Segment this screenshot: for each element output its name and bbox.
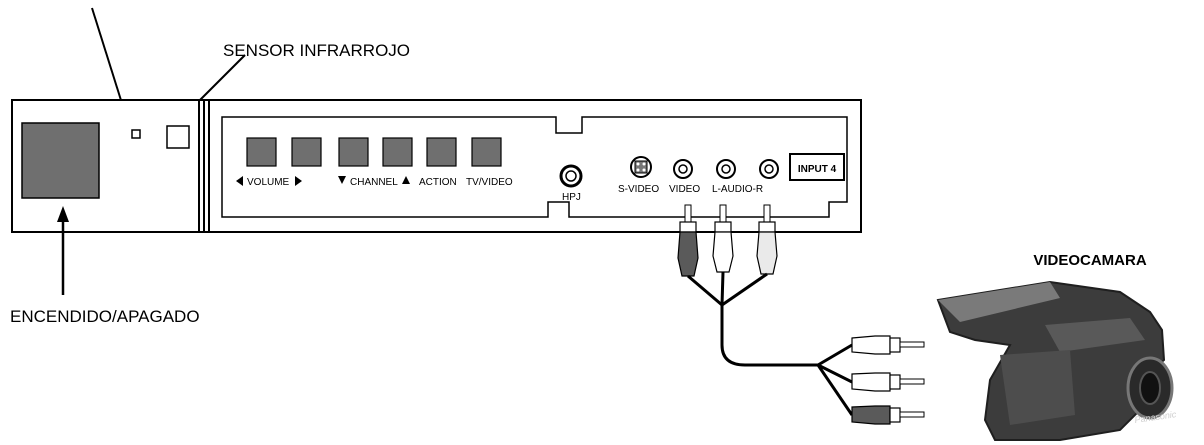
power-callout-arrow	[57, 206, 69, 295]
channel-label: CHANNEL	[350, 177, 398, 188]
camcorder-image: Panasonic	[938, 282, 1177, 440]
ir-sensor	[167, 126, 189, 148]
hpj-label: HPJ	[562, 192, 581, 203]
headphone-jack	[561, 166, 581, 186]
svideo-jack	[631, 157, 651, 177]
volume-label: VOLUME	[247, 177, 290, 188]
channel-down-button[interactable]	[339, 138, 368, 166]
audio-label: L-AUDIO-R	[712, 184, 763, 195]
sensor-label: SENSOR INFRARROJO	[223, 41, 410, 60]
rca-plugs-camera	[852, 336, 924, 424]
volume-up-button[interactable]	[292, 138, 321, 166]
action-label: ACTION	[419, 177, 457, 188]
audio-right-jack	[760, 160, 778, 178]
camera-label: VIDEOCAMARA	[1033, 252, 1147, 269]
av-cable	[688, 272, 852, 415]
tv-video-label: TV/VIDEO	[466, 177, 513, 188]
led-indicator	[132, 130, 140, 138]
power-label: ENCENDIDO/APAGADO	[10, 307, 200, 326]
power-button[interactable]	[22, 123, 99, 198]
action-button[interactable]	[427, 138, 456, 166]
volume-down-button[interactable]	[247, 138, 276, 166]
video-jack	[674, 160, 692, 178]
audio-left-jack	[717, 160, 735, 178]
video-label: VIDEO	[669, 184, 700, 195]
input-4-label: INPUT 4	[798, 164, 837, 175]
svideo-label: S-VIDEO	[618, 184, 659, 195]
channel-up-button[interactable]	[383, 138, 412, 166]
tv-video-button[interactable]	[472, 138, 501, 166]
